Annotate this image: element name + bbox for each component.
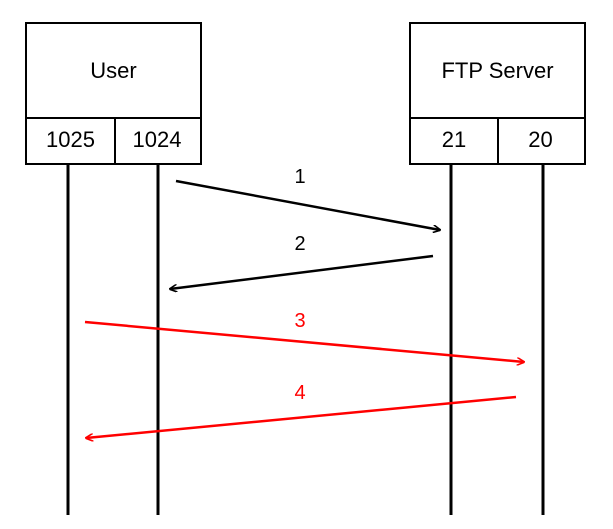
user-host-box: User 1025 1024	[25, 22, 202, 165]
message-2-arrow	[170, 254, 434, 289]
message-2-label: 2	[294, 233, 305, 255]
port-20-label: 20	[528, 127, 553, 152]
message-3-label: 3	[294, 310, 305, 332]
message-1-label: 1	[294, 166, 305, 188]
ftp-server-host-title: FTP Server	[411, 24, 584, 119]
message-3-arrow	[84, 320, 524, 362]
port-21-label: 21	[411, 117, 499, 163]
message-4-arrow	[86, 395, 517, 438]
port-1025-label: 1025	[27, 117, 116, 163]
message-4-label: 4	[294, 382, 305, 404]
message-1-arrow	[175, 179, 440, 230]
user-host-title: User	[27, 24, 200, 119]
ftp-server-host-box: FTP Server 21 20	[409, 22, 586, 165]
port-1024-label: 1024	[132, 127, 182, 152]
